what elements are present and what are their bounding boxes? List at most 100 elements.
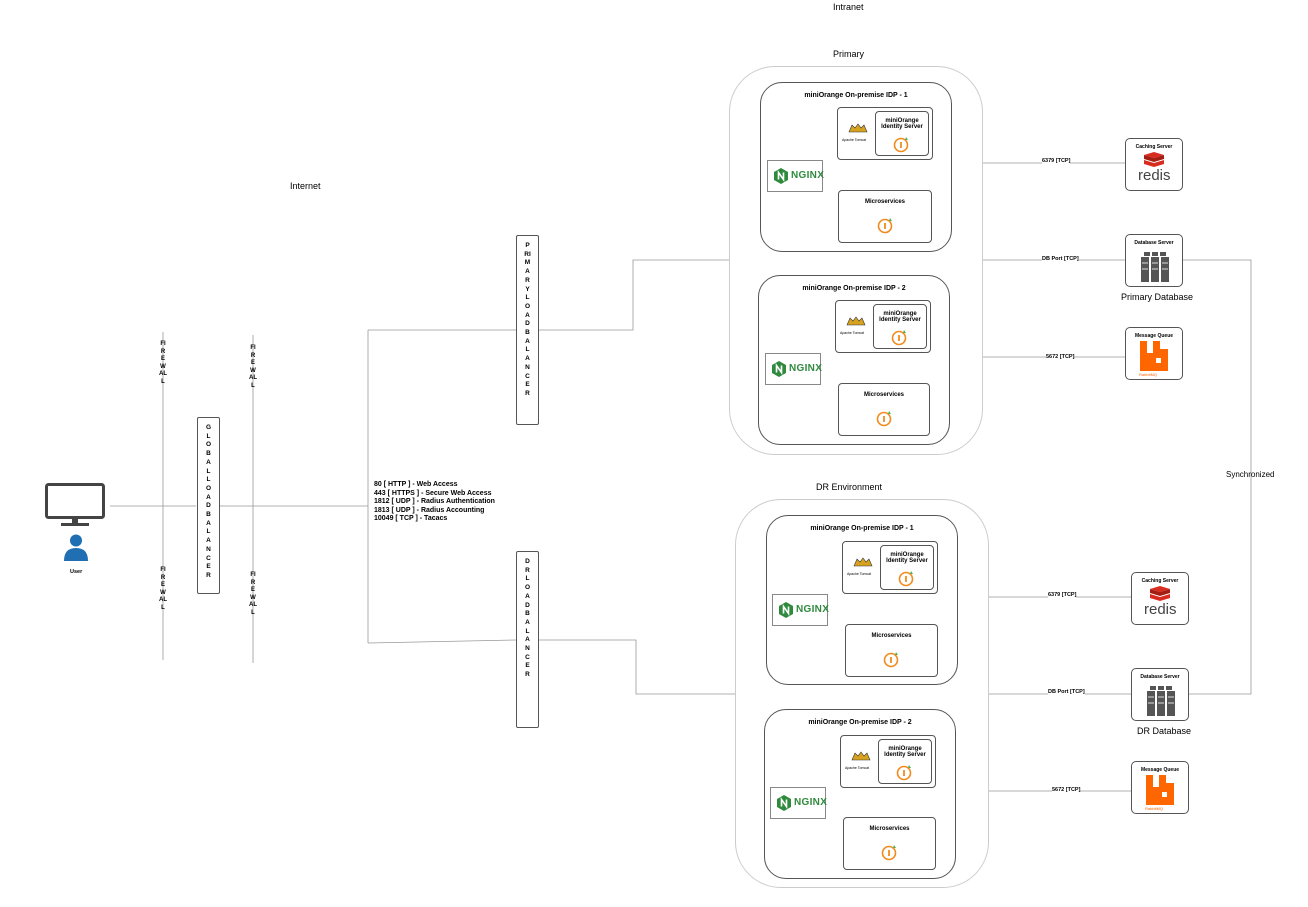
- nginx-box[interactable]: NGINX: [767, 160, 825, 192]
- miniorange-icon: [876, 410, 893, 432]
- redis-wordmark: redis: [1144, 601, 1177, 618]
- microservices-label: Microservices: [864, 199, 906, 205]
- zone-label-primary: Primary: [833, 49, 864, 59]
- identity-server-label: miniOrange Identity Server: [879, 311, 921, 323]
- firewall-label: FIREWALL: [159, 567, 167, 611]
- redis-icon: [1142, 151, 1166, 172]
- zone-label-intranet: Intranet: [833, 2, 864, 12]
- message-queue-label: Message Queue: [1134, 333, 1174, 339]
- tomcat-icon: [851, 556, 875, 575]
- message-queue-label: Message Queue: [1140, 767, 1180, 773]
- idp-title: miniOrange On-premise IDP - 1: [804, 92, 908, 99]
- microservices-label: Microservices: [871, 633, 912, 639]
- database-server-label: Database Server: [1140, 674, 1180, 680]
- miniorange-icon: [891, 329, 908, 351]
- primary-database-label: Primary Database: [1121, 292, 1194, 302]
- miniorange-icon: [893, 136, 910, 158]
- port-label-redis: 6379 [TCP]: [1042, 158, 1071, 164]
- port-label-mq: 5672 [TCP]: [1046, 354, 1075, 360]
- port-label-db: DB Port [TCP]: [1048, 689, 1085, 695]
- message-queue-server[interactable]: Message Queue RabbitMQ: [1131, 761, 1189, 814]
- dr-load-balancer-label: DR LOAD BALANCER: [524, 558, 531, 679]
- nginx-box[interactable]: NGINX: [765, 353, 822, 385]
- tomcat-box[interactable]: Apache Tomcat miniOrange Identity Server: [842, 541, 938, 594]
- nginx-label: NGINX: [794, 797, 828, 808]
- rabbitmq-icon: [1140, 341, 1168, 376]
- nginx-icon: [772, 361, 786, 377]
- idp-title: miniOrange On-premise IDP - 1: [810, 525, 914, 532]
- miniorange-icon: [881, 844, 898, 866]
- database-server-icon: [1146, 685, 1176, 721]
- rabbitmq-icon: [1146, 775, 1174, 810]
- identity-server-label: miniOrange Identity Server: [884, 746, 926, 758]
- tomcat-label: Apache Tomcat: [847, 572, 872, 576]
- microservices-box[interactable]: Microservices: [843, 817, 936, 870]
- message-queue-server[interactable]: Message Queue RabbitMQ: [1125, 327, 1183, 380]
- microservices-box[interactable]: Microservices: [838, 190, 932, 243]
- tomcat-icon: [844, 315, 868, 334]
- identity-server-label: miniOrange Identity Server: [886, 552, 928, 564]
- identity-server-box[interactable]: miniOrange Identity Server: [878, 739, 932, 784]
- miniorange-icon: [883, 651, 900, 673]
- database-server[interactable]: Database Server: [1131, 668, 1189, 721]
- port-label-mq: 5672 [TCP]: [1052, 787, 1081, 793]
- port-item: 1813 [ UDP ] - Radius Accounting: [374, 506, 485, 514]
- identity-server-box[interactable]: miniOrange Identity Server: [875, 111, 929, 156]
- global-load-balancer[interactable]: GLOBAL LOAD BALANCER: [197, 417, 220, 594]
- nginx-icon: [777, 795, 791, 811]
- global-load-balancer-label: GLOBAL LOAD BALANCER: [205, 424, 212, 579]
- microservices-box[interactable]: Microservices: [845, 624, 938, 677]
- tomcat-label: Apache Tomcat: [840, 331, 865, 335]
- idp-title: miniOrange On-premise IDP - 2: [802, 285, 906, 292]
- caching-server-label: Caching Server: [1135, 144, 1173, 150]
- caching-server[interactable]: Caching Server redis: [1131, 572, 1189, 625]
- primary-load-balancer[interactable]: PRIMARY LOAD BALANCER: [516, 235, 539, 425]
- tomcat-icon: [849, 750, 873, 769]
- firewall-label: FIREWALL: [159, 341, 167, 385]
- tomcat-label: Apache Tomcat: [842, 138, 867, 142]
- monitor-icon: [45, 483, 105, 534]
- caching-server[interactable]: Caching Server redis: [1125, 138, 1183, 191]
- miniorange-icon: [877, 217, 894, 239]
- nginx-box[interactable]: NGINX: [770, 787, 828, 819]
- microservices-label: Microservices: [863, 392, 905, 398]
- microservices-label: Microservices: [869, 826, 910, 832]
- identity-server-box[interactable]: miniOrange Identity Server: [880, 545, 934, 590]
- zone-label-internet: Internet: [290, 181, 321, 191]
- synchronized-label: Synchronized: [1226, 470, 1275, 479]
- database-server[interactable]: Database Server: [1125, 234, 1183, 287]
- primary-load-balancer-label: PRIMARY LOAD BALANCER: [524, 242, 531, 397]
- nginx-label: NGINX: [791, 170, 825, 181]
- dr-load-balancer[interactable]: DR LOAD BALANCER: [516, 551, 539, 728]
- port-label-redis: 6379 [TCP]: [1048, 592, 1077, 598]
- database-server-icon: [1140, 251, 1170, 287]
- zone-label-dr: DR Environment: [816, 482, 883, 492]
- redis-icon: [1148, 585, 1172, 606]
- miniorange-icon: [898, 570, 915, 592]
- redis-wordmark: redis: [1138, 167, 1171, 184]
- microservices-box[interactable]: Microservices: [838, 383, 930, 436]
- tomcat-label: Apache Tomcat: [845, 766, 870, 770]
- tomcat-box[interactable]: Apache Tomcat miniOrange Identity Server: [835, 300, 931, 353]
- caching-server-label: Caching Server: [1141, 578, 1179, 584]
- port-item: 80 [ HTTP ] - Web Access: [374, 481, 458, 488]
- identity-server-box[interactable]: miniOrange Identity Server: [873, 304, 927, 349]
- user-label: User: [70, 569, 83, 575]
- miniorange-icon: [896, 764, 913, 786]
- port-label-db: DB Port [TCP]: [1042, 256, 1079, 262]
- port-list: 80 [ HTTP ] - Web Access 443 [ HTTPS ] -…: [374, 481, 495, 524]
- port-item: 1812 [ UDP ] - Radius Authentication: [374, 498, 495, 506]
- tomcat-box[interactable]: Apache Tomcat miniOrange Identity Server: [840, 735, 936, 788]
- identity-server-label: miniOrange Identity Server: [881, 118, 923, 130]
- nginx-label: NGINX: [796, 604, 830, 615]
- port-item: 10049 [ TCP ] - Tacacs: [374, 515, 448, 523]
- rabbitmq-wordmark: RabbitMQ: [1139, 372, 1158, 377]
- nginx-box[interactable]: NGINX: [772, 594, 830, 626]
- tomcat-icon: [846, 122, 870, 141]
- tomcat-box[interactable]: Apache Tomcat miniOrange Identity Server: [837, 107, 933, 160]
- port-item: 443 [ HTTPS ] - Secure Web Access: [374, 489, 492, 497]
- firewall-label: FIREWALL: [249, 572, 257, 616]
- idp-title: miniOrange On-premise IDP - 2: [808, 719, 912, 726]
- user-icon: [63, 534, 89, 566]
- rabbitmq-wordmark: RabbitMQ: [1145, 806, 1164, 811]
